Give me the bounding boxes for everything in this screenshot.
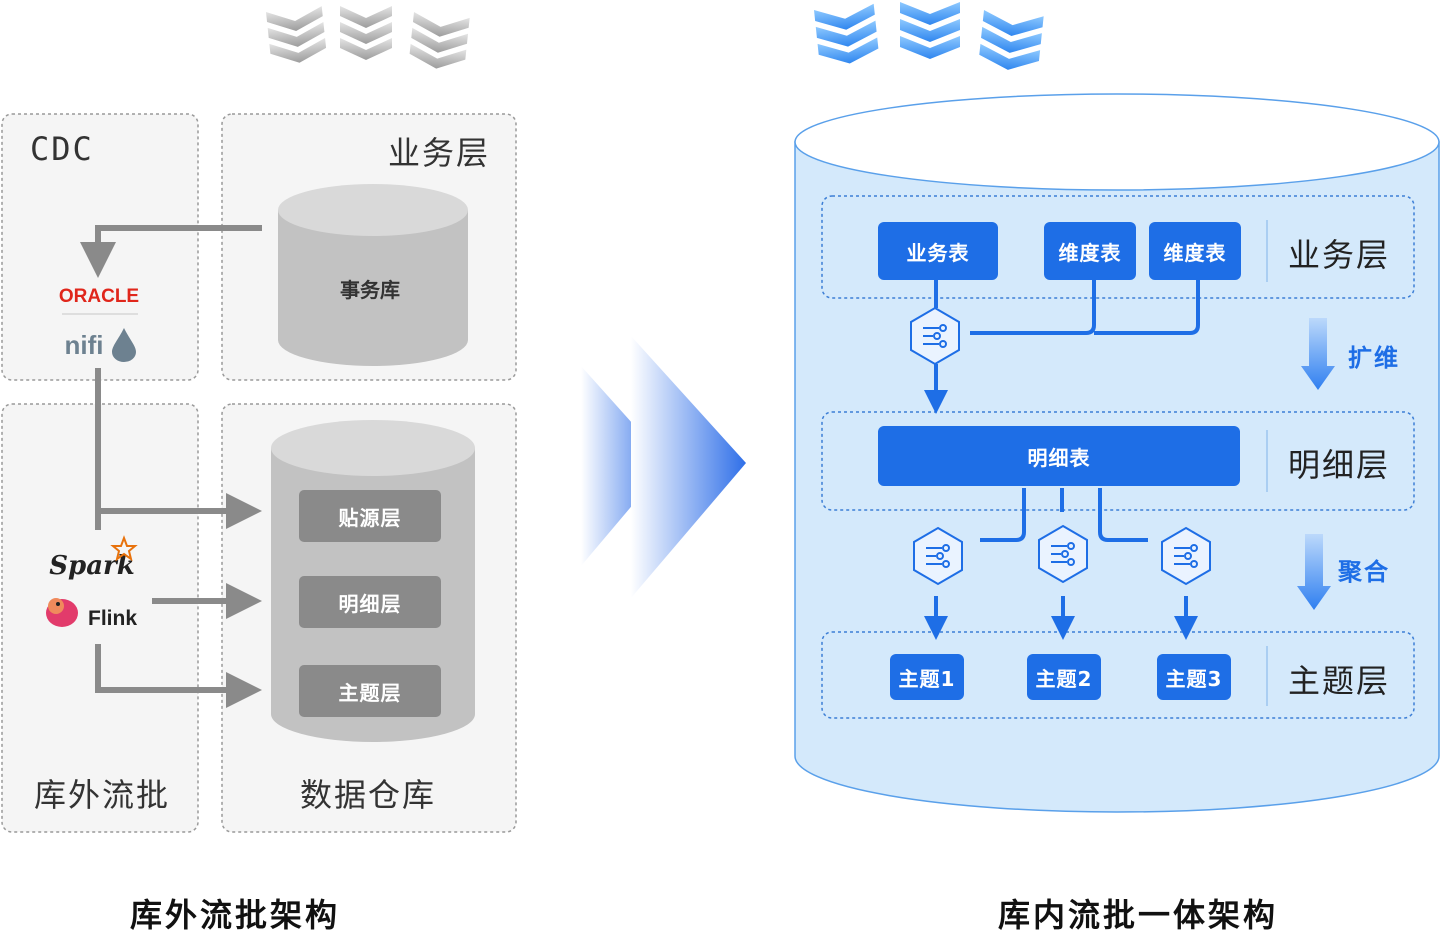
aggregate-step-label: 聚合 (1338, 558, 1390, 586)
expand-down-arrow (1301, 318, 1335, 390)
process-hex-icon (1161, 526, 1211, 586)
flink-logo: Flink (88, 607, 137, 630)
cdc-label: CDC (30, 130, 94, 168)
business-layer-label: 业务层 (388, 134, 491, 172)
right-subject-layer-label: 主题层 (1288, 662, 1391, 700)
subject-2: 主题2 (1027, 654, 1101, 700)
left-caption: 库外流批架构 (130, 896, 341, 934)
subject-layer-panel (821, 631, 1415, 719)
nifi-drop-icon (112, 328, 136, 362)
right-detail-layer-label: 明细层 (1288, 446, 1391, 484)
process-hex-icon (910, 306, 960, 366)
transaction-db-label: 事务库 (340, 278, 400, 302)
subject-3: 主题3 (1157, 654, 1231, 700)
nifi-logo: nifi (65, 330, 104, 360)
process-hex-icon (913, 526, 963, 586)
right-caption: 库内流批一体架构 (998, 896, 1279, 934)
process-hex-icon (1038, 524, 1088, 584)
business-table: 业务表 (878, 222, 998, 280)
detail-layer-panel (821, 411, 1415, 511)
gray-chevron-icons (266, 6, 470, 69)
spark-star-icon (110, 535, 138, 562)
dimension-table-1: 维度表 (1044, 222, 1136, 280)
transition-arrows (581, 336, 746, 598)
warehouse-label: 数据仓库 (300, 776, 437, 814)
left-flow-arrows (80, 225, 262, 708)
right-flow-connectors (924, 280, 1200, 640)
warehouse-layer-source: 贴源层 (299, 490, 441, 542)
expand-step-label: 扩维 (1348, 344, 1400, 372)
oracle-logo: ORACLE (59, 286, 139, 307)
blue-chevron-icons (814, 2, 1044, 70)
warehouse-layer-detail: 明细层 (299, 576, 441, 628)
aggregate-down-arrow (1297, 534, 1331, 610)
flink-squirrel-icon (46, 598, 78, 627)
detail-table: 明细表 (878, 426, 1240, 486)
right-business-layer-label: 业务层 (1288, 236, 1391, 274)
subject-1: 主题1 (890, 654, 964, 700)
transaction-db-cylinder (278, 184, 468, 366)
warehouse-layer-subject: 主题层 (299, 665, 441, 717)
dimension-table-2: 维度表 (1149, 222, 1241, 280)
stream-batch-label: 库外流批 (34, 776, 171, 814)
